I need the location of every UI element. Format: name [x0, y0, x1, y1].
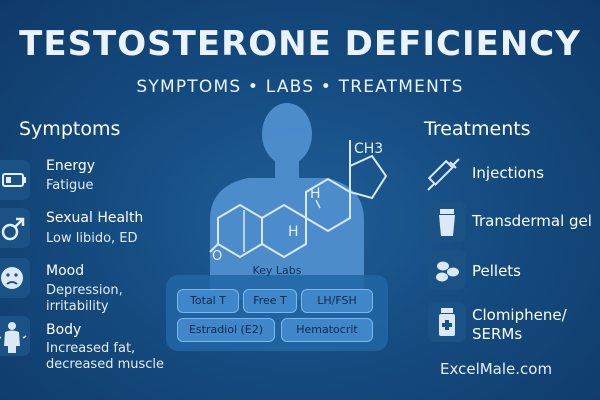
- page-title: TESTOSTERONE DEFICIENCY: [19, 24, 581, 64]
- pill-bottle-icon: [439, 308, 455, 336]
- battery-icon: [2, 173, 26, 187]
- gel-icon-box: [428, 202, 466, 242]
- symptom-mood-title: Mood: [46, 263, 85, 279]
- symptoms-heading: Symptoms: [19, 118, 121, 140]
- pellets-icon-box: [428, 250, 466, 290]
- steroid-molecule-icon: [209, 140, 388, 259]
- body-icon-box: [0, 316, 30, 356]
- body-icon: [0, 322, 27, 353]
- key-labs-title: Key Labs: [252, 264, 302, 277]
- pill-bottle-icon-box: [428, 302, 466, 342]
- pellets-icon: [436, 261, 459, 282]
- page-subtitle: SYMPTOMS • LABS • TREATMENTS: [136, 77, 464, 97]
- symptom-body-desc: Increased fat, decreased muscle: [46, 341, 165, 372]
- treatment-injections-label: Injections: [472, 164, 545, 182]
- hydrogen-label-2: H: [288, 224, 299, 240]
- mood-icon-box: [0, 258, 30, 298]
- center-illustration: CH3 H H O: [209, 103, 388, 300]
- treatment-clomiphene-label: Clomiphene/ SERMs: [472, 306, 567, 343]
- lab-chip-lh-fsh: LH/FSH: [301, 289, 373, 313]
- gel-tube-icon: [439, 209, 455, 236]
- lab-chip-free-t: Free T: [243, 289, 297, 313]
- symptom-body-title: Body: [46, 322, 82, 338]
- symptom-mood-desc: Depression, irritability: [46, 283, 123, 314]
- symptom-energy-title: Energy: [46, 158, 96, 174]
- sexual-health-icon-box: [0, 208, 30, 248]
- male-symbol-icon: [1, 217, 25, 241]
- oxygen-label: O: [212, 249, 222, 264]
- methyl-label: CH3: [354, 141, 383, 157]
- symptom-energy-desc: Fatigue: [46, 178, 94, 193]
- lab-chip-total-t: Total T: [177, 289, 239, 313]
- symptom-sexual-health-desc: Low libido, ED: [46, 231, 138, 246]
- treatment-gel-label: Transdermal gel: [472, 212, 592, 230]
- sad-face-icon: [1, 267, 23, 289]
- treatments-heading: Treatments: [424, 118, 531, 140]
- lab-chip-estradiol: Estradiol (E2): [177, 318, 275, 342]
- brand-footer: ExcelMale.com: [440, 360, 553, 378]
- hydrogen-label-1: H: [310, 186, 321, 202]
- symptom-sexual-health-title: Sexual Health: [46, 210, 144, 226]
- person-silhouette-icon: [210, 103, 364, 300]
- lab-chip-hematocrit: Hematocrit: [281, 318, 373, 342]
- treatment-pellets-label: Pellets: [472, 262, 521, 280]
- syringe-icon: [427, 158, 460, 191]
- energy-icon-box: [0, 160, 30, 200]
